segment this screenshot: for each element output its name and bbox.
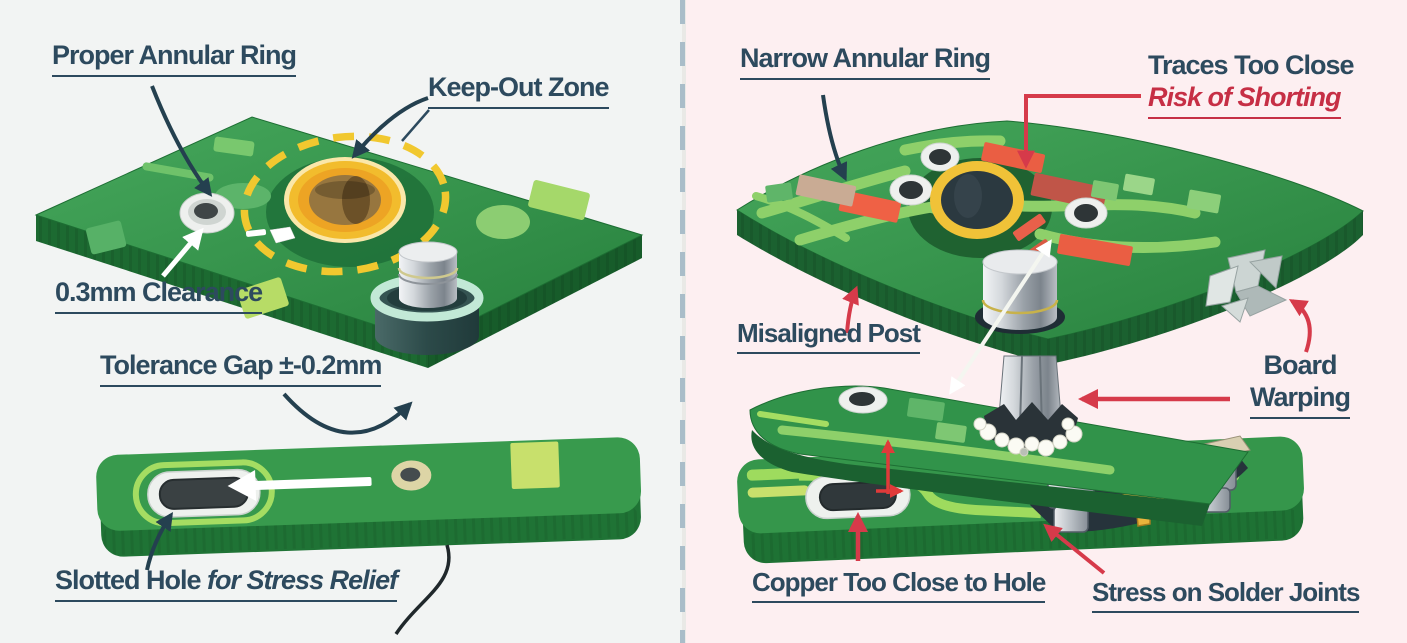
solder-froth <box>973 417 1083 457</box>
slotted-strip-board <box>96 437 642 557</box>
board-warping-shards <box>1205 249 1288 323</box>
panel-divider-dashed-line <box>680 0 685 643</box>
main-board-edge <box>36 215 642 368</box>
label-proper-annular-ring: Proper Annular Ring <box>52 40 297 77</box>
arrow-narrow-annular-ring <box>821 94 848 182</box>
bad-board-illustration <box>736 94 1364 575</box>
label-narrow-annular-ring: Narrow Annular Ring <box>740 43 991 80</box>
clearance-hole <box>179 192 235 234</box>
arrow-board-warping-curved <box>1288 299 1312 353</box>
narrow-annular-ring-hole <box>930 161 1024 239</box>
arrow-slotted-hole <box>145 512 173 571</box>
misaligned-post-lower <box>973 355 1083 457</box>
label-stress-solder-joints: Stress on Solder Joints <box>1092 577 1360 613</box>
label-tolerance-gap: Tolerance Gap ±-0.2mm <box>100 350 382 387</box>
clearance-marker <box>245 226 296 244</box>
left-panel-arrows <box>145 85 430 571</box>
arrow-clearance <box>161 227 204 278</box>
arrow-misaligned-post <box>842 285 859 334</box>
label-copper-too-close: Copper Too Close to Hole <box>752 567 1046 603</box>
keep-out-underline-tick <box>401 109 430 142</box>
right-panel-arrows <box>821 94 1312 575</box>
label-slotted-hole: Slotted Hole for Stress Relief <box>55 565 398 602</box>
label-keep-out-zone: Keep-Out Zone <box>428 72 609 109</box>
slot-direction-arrow <box>227 469 372 501</box>
label-board-warping: Board Warping <box>1240 350 1360 419</box>
label-traces-too-close: Traces Too Close Risk of Shorting <box>1148 50 1355 119</box>
proper-annular-ring-hole <box>284 157 406 243</box>
misaligned-post-upper <box>975 249 1065 334</box>
tolerance-gap-post <box>370 241 484 355</box>
arrow-tolerance-gap <box>282 392 413 435</box>
keep-out-zone-dashed-circle <box>240 132 450 276</box>
arrow-stress-solder-joints <box>1043 523 1106 575</box>
label-misaligned-post: Misaligned Post <box>737 318 921 354</box>
arrow-keep-out-zone <box>351 96 429 159</box>
arrow-proper-annular-ring <box>150 85 213 197</box>
label-clearance: 0.3mm Clearance <box>55 277 263 314</box>
leader-curve <box>394 544 451 635</box>
arrow-traces-too-close <box>1017 94 1141 169</box>
good-board-illustration <box>34 85 644 635</box>
misalignment-double-arrow <box>949 239 1052 395</box>
